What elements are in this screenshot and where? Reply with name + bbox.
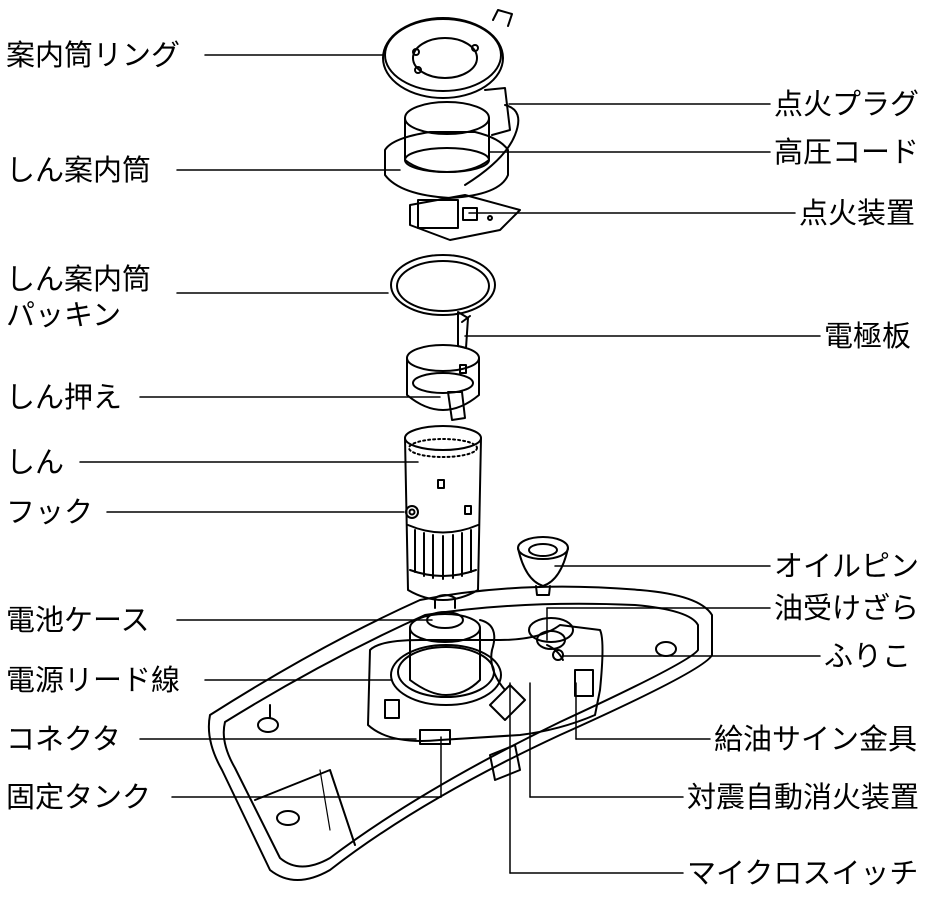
label-oil-tray: 油受けざら — [774, 591, 920, 625]
label-ignition-plug: 点火プラグ — [774, 87, 920, 121]
wick-ribs — [414, 529, 472, 580]
label-electrode-plate: 電極板 — [824, 319, 912, 353]
label-fill-sign-bracket: 給油サイン金具 — [714, 722, 918, 756]
label-wick-holder: しん押え — [6, 380, 123, 414]
wick-holder-part — [406, 344, 480, 421]
guide-ring-part — [382, 9, 513, 99]
label-quake-extinguisher: 対震自動消火装置 — [687, 780, 920, 814]
label-power-lead: 電源リード線 — [6, 663, 181, 697]
label-fixed-tank: 固定タンク — [6, 780, 152, 814]
label-wick: しん — [6, 445, 65, 479]
wick-guide-packing-part — [390, 254, 496, 316]
leader-lines — [79, 54, 821, 874]
fixed-tank-part — [367, 594, 604, 781]
label-micro-switch: マイクロスイッチ — [687, 856, 919, 890]
label-connector: コネクタ — [6, 722, 121, 756]
label-battery-case: 電池ケース — [6, 603, 150, 637]
label-ignition-device: 点火装置 — [799, 196, 916, 230]
label-wick-guide: しん案内筒 — [6, 153, 152, 187]
label-high-voltage-cord: 高圧コード — [774, 135, 920, 169]
label-furiko: ふりこ — [824, 639, 912, 673]
electrode-plate-part — [457, 311, 471, 349]
base-tray-part — [207, 585, 713, 881]
wick-guide-part — [384, 87, 521, 241]
label-oil-pin: オイルピン — [774, 549, 920, 583]
label-guide-ring: 案内筒リング — [6, 38, 181, 72]
label-wick-guide-packing-line2: パッキン — [6, 298, 122, 332]
label-hook: フック — [6, 495, 94, 529]
label-wick-guide-packing-line1: しん案内筒 — [6, 262, 152, 296]
wick-part — [404, 425, 482, 601]
